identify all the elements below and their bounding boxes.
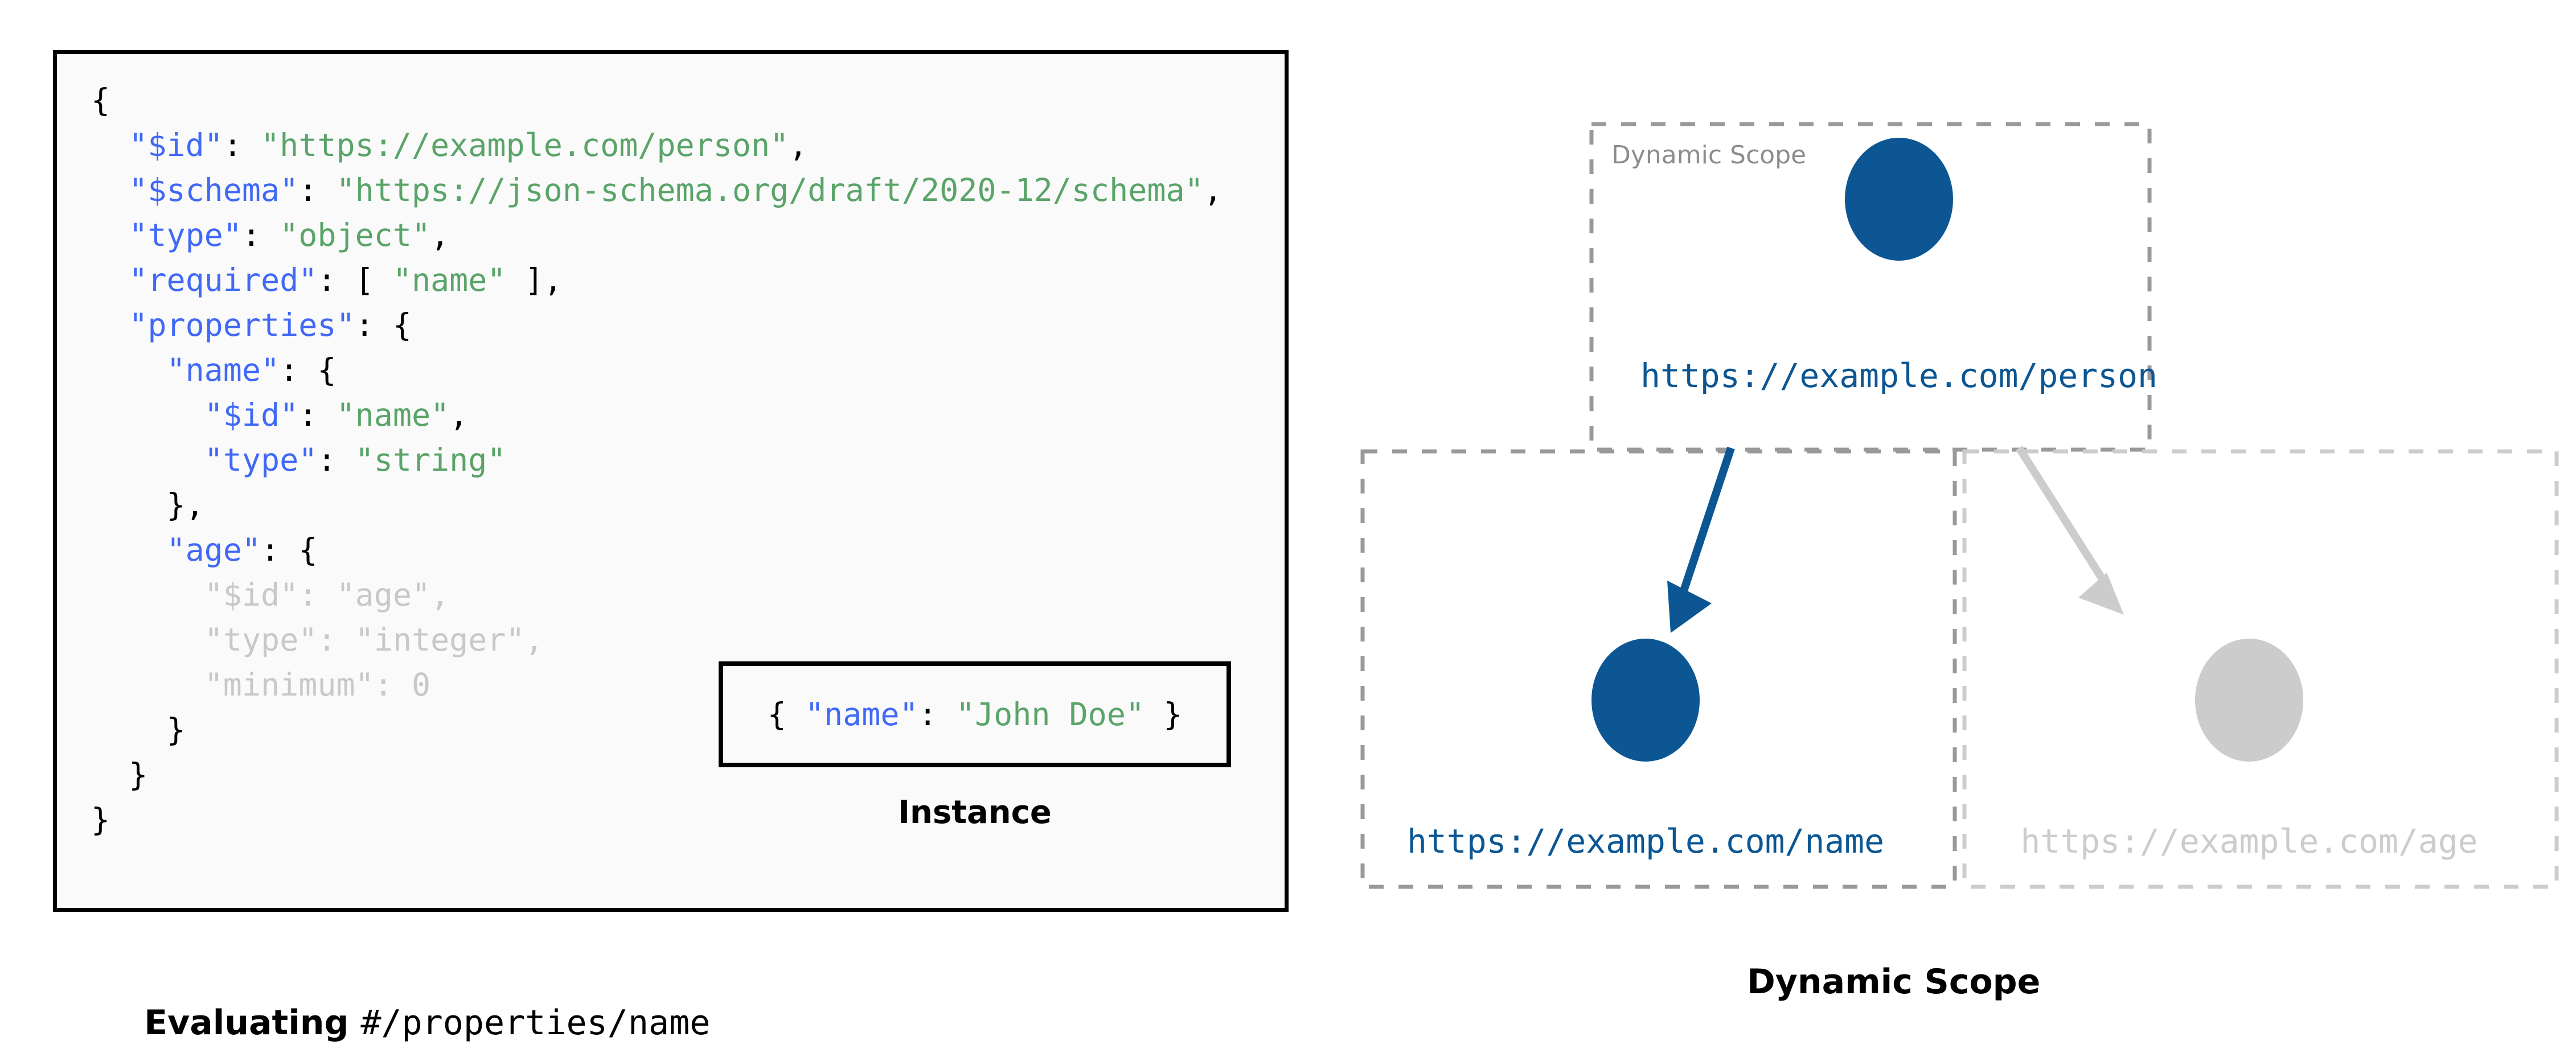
node-age-circle: [2195, 639, 2303, 762]
code-token: ,: [1203, 172, 1223, 208]
code-token: ,: [789, 127, 808, 163]
code-token: "https://json-schema.org/draft/2020-12/s…: [336, 172, 1204, 208]
code-token: ,: [430, 217, 450, 253]
scope-box-name: [1360, 449, 1957, 889]
code-token: :: [223, 127, 261, 163]
code-token: }: [1145, 696, 1183, 733]
node-name-circle: [1591, 639, 1700, 762]
code-line: },: [91, 487, 204, 523]
code-line: "$id": "name",: [91, 397, 469, 433]
code-token: }: [129, 756, 148, 793]
node-person-label: https://example.com/person: [1640, 356, 2157, 395]
schema-code-block: { "$id": "https://example.com/person", "…: [91, 78, 1223, 842]
code-token: }: [166, 711, 186, 748]
code-token: "properties": [129, 307, 355, 343]
code-token: "$schema": [129, 172, 299, 208]
code-line: "$id": "age",: [91, 577, 450, 613]
instance-code: { "name": "John Doe" }: [767, 696, 1183, 733]
code-token: : {: [261, 532, 318, 568]
diagram-caption: Dynamic Scope: [1747, 962, 2041, 1002]
code-line: "properties": {: [91, 307, 412, 343]
code-token: ,: [449, 397, 469, 433]
code-token: "type": [129, 217, 242, 253]
code-token: :: [918, 696, 956, 733]
scope-box-age: [1962, 449, 2559, 889]
code-line: "minimum": 0: [91, 667, 430, 703]
code-line: }: [91, 756, 147, 793]
code-token: "$id": [129, 127, 223, 163]
left-panel-caption: Evaluating #/properties/name: [122, 963, 710, 1043]
code-token: :: [298, 397, 337, 433]
code-line: }: [91, 711, 186, 748]
code-line: "required": [ "name" ],: [91, 262, 563, 298]
code-token: "object": [280, 217, 431, 253]
left-caption-pointer: #/properties/name: [360, 1003, 711, 1043]
edge-person-to-name: [1667, 446, 1735, 633]
code-token: : {: [355, 307, 412, 343]
code-token: },: [166, 487, 204, 523]
scope-label: Dynamic Scope: [1611, 141, 1806, 170]
code-line: "type": "object",: [91, 217, 449, 253]
code-token: : {: [280, 352, 337, 388]
code-line: }: [91, 801, 110, 838]
code-line: "type": "string": [91, 442, 506, 478]
node-person-circle: [1845, 138, 1953, 261]
code-token: :: [241, 217, 280, 253]
schema-panel: { "$id": "https://example.com/person", "…: [53, 50, 1289, 912]
diagram-svg: Dynamic Scope https://example.com/person…: [1360, 122, 2559, 889]
code-token: "required": [129, 262, 318, 298]
dynamic-scope-diagram: Dynamic Scope https://example.com/person…: [1327, 85, 2574, 973]
code-token: "name": [336, 397, 450, 433]
code-token: :: [317, 442, 355, 478]
edge-person-to-age: [2016, 446, 2124, 615]
code-line: "$schema": "https://json-schema.org/draf…: [91, 172, 1223, 208]
code-token: {: [91, 82, 110, 118]
code-token: "age": [166, 532, 261, 568]
code-token: ,: [524, 622, 544, 658]
code-token: "https://example.com/person": [261, 127, 789, 163]
code-token: :: [374, 667, 412, 703]
code-token: }: [91, 801, 110, 838]
code-token: "integer": [355, 622, 525, 658]
code-token: : [: [317, 262, 393, 298]
code-token: :: [298, 577, 337, 613]
instance-box: { "name": "John Doe" }: [719, 661, 1231, 767]
code-token: "age": [336, 577, 431, 613]
code-token: "name": [805, 696, 918, 733]
code-line: "type": "integer",: [91, 622, 544, 658]
code-token: "minimum": [204, 667, 374, 703]
node-age-label: https://example.com/age: [2020, 822, 2477, 861]
code-token: :: [317, 622, 355, 658]
code-token: "name": [392, 262, 506, 298]
code-token: :: [298, 172, 337, 208]
code-token: ],: [506, 262, 563, 298]
code-line: {: [91, 82, 110, 118]
code-token: "John Doe": [955, 696, 1145, 733]
code-token: "string": [355, 442, 506, 478]
instance-caption: Instance: [898, 794, 1052, 831]
code-token: 0: [411, 667, 431, 703]
code-token: ,: [430, 577, 450, 613]
code-token: "type": [204, 442, 318, 478]
left-caption-bold: Evaluating: [144, 1003, 361, 1043]
code-line: "age": {: [91, 532, 317, 568]
code-token: "type": [204, 622, 318, 658]
node-name-label: https://example.com/name: [1407, 822, 1884, 861]
code-line: "$id": "https://example.com/person",: [91, 127, 807, 163]
code-token: {: [767, 696, 805, 733]
code-line: "name": {: [91, 352, 336, 388]
code-token: "$id": [204, 397, 299, 433]
code-token: "$id": [204, 577, 299, 613]
code-token: "name": [166, 352, 280, 388]
